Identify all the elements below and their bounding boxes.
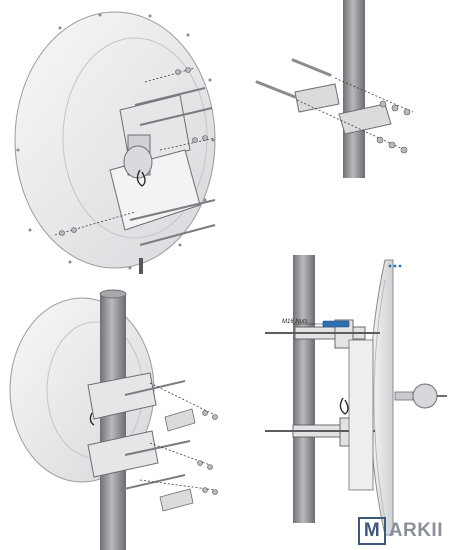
pole-top	[99, 289, 127, 299]
m16-nut-highlight	[322, 320, 350, 328]
clamp-plates	[159, 408, 196, 512]
logo-mark: M	[357, 517, 386, 545]
exploded-nuts	[59, 67, 208, 236]
bracket-rods	[129, 87, 216, 246]
pole	[100, 293, 126, 550]
dish-mount-frame	[348, 339, 374, 491]
side-view-illustration	[265, 255, 447, 536]
m16-nuts-label: M16 Nuts	[282, 319, 308, 325]
markii-logo: M ARKII	[357, 517, 443, 545]
long-bolts	[255, 58, 332, 99]
dish-on-pole-illustration	[9, 289, 218, 550]
mount-bracket	[87, 372, 159, 478]
step-1-dish-bracket-panel	[0, 0, 235, 285]
clamp-nuts	[376, 100, 411, 154]
feed-cable	[339, 397, 349, 415]
bracket-rods	[119, 380, 191, 491]
dish-curve	[373, 279, 386, 521]
rim-bolts	[16, 13, 215, 270]
step-4-side-view-panel: M16 Nuts	[235, 240, 449, 550]
bracket-bolt	[139, 258, 143, 274]
feed-assembly	[394, 383, 447, 409]
feed-horn	[123, 145, 153, 187]
dish-bracket-illustration	[14, 11, 216, 274]
pole-clamp-illustration	[255, 0, 414, 178]
step-3-dish-on-pole-panel	[0, 285, 235, 550]
step-2-pole-clamp-panel	[235, 0, 449, 190]
exploded-nuts	[197, 410, 218, 495]
pole	[343, 0, 365, 178]
top-nuts	[388, 264, 402, 268]
clamp-bracket	[294, 83, 392, 135]
logo-text: ARKII	[388, 520, 443, 541]
pole	[293, 255, 315, 523]
exploded-dashes	[54, 67, 216, 236]
feed-cable	[89, 412, 95, 426]
